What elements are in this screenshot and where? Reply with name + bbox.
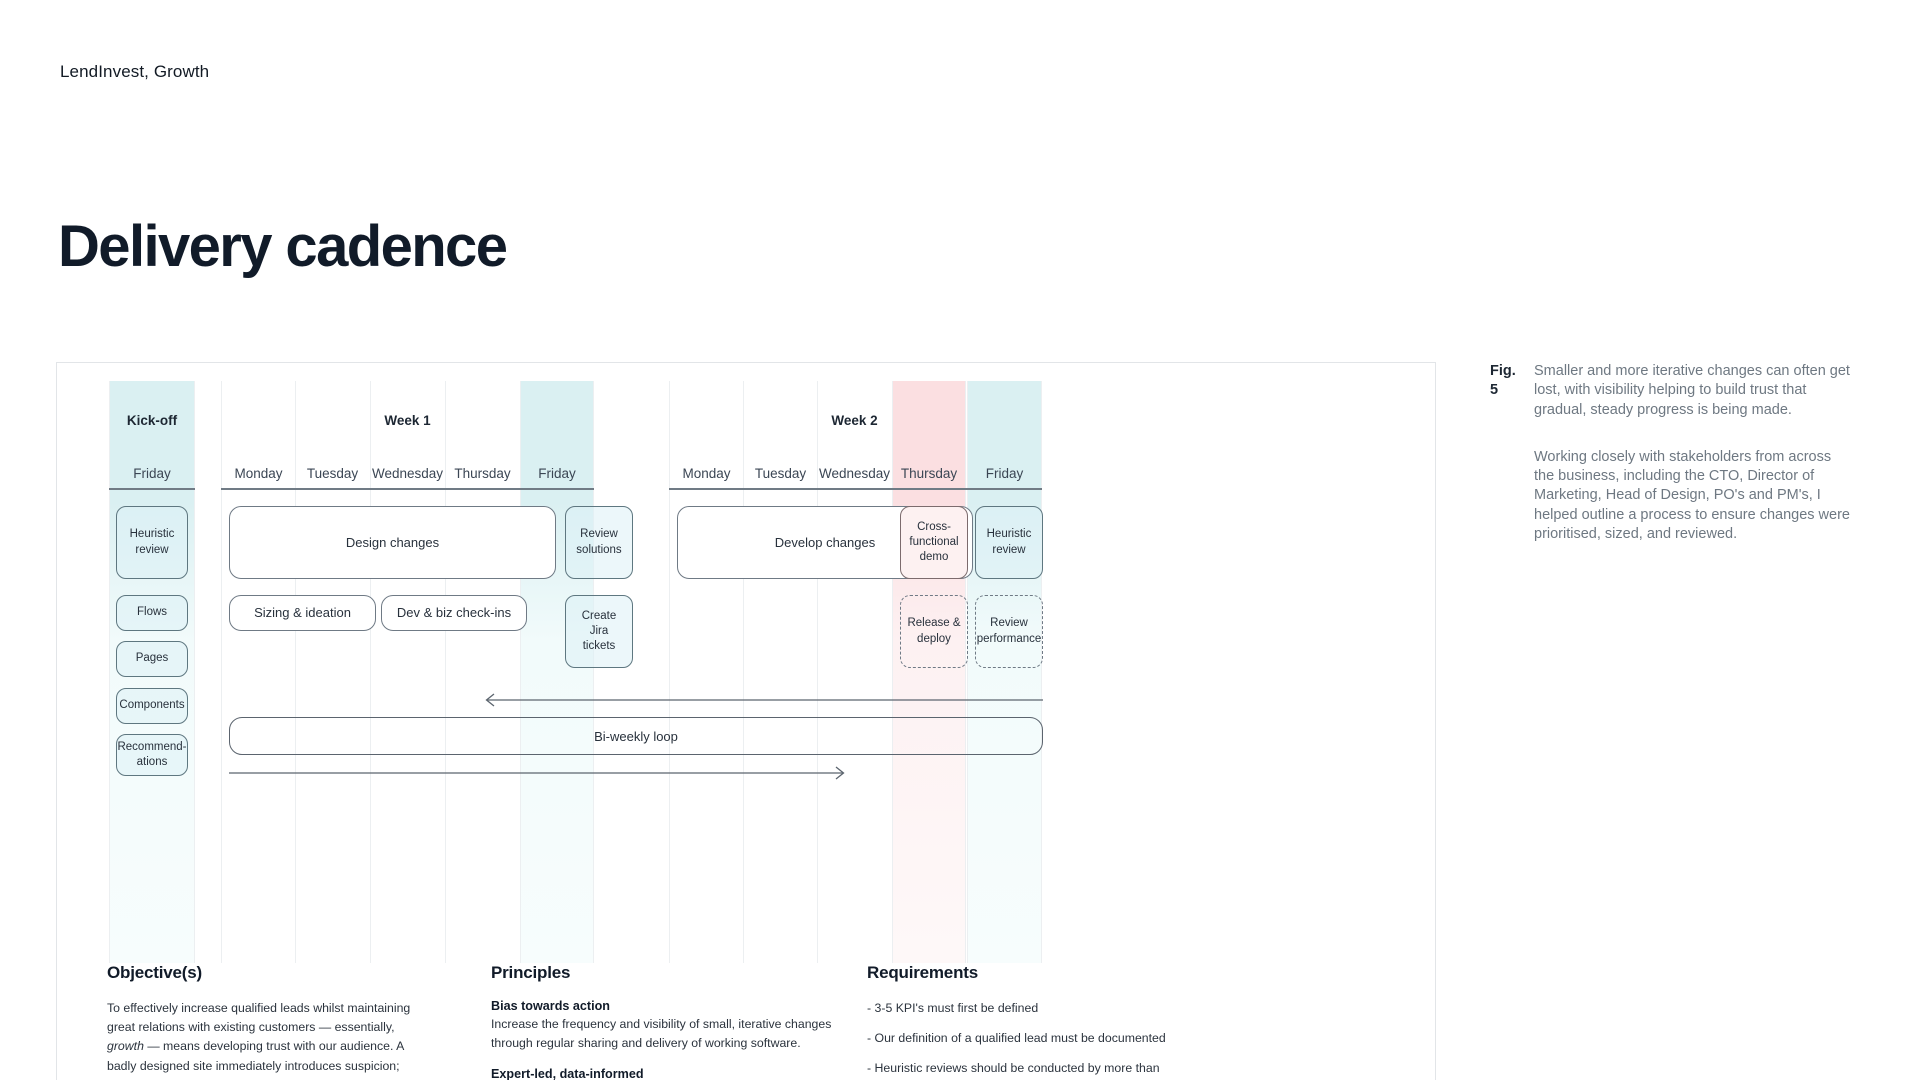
- day-column-w1-friday: [520, 381, 594, 963]
- day-label-w2-monday: Monday: [682, 466, 731, 481]
- card-create-jira-tickets[interactable]: Create Jira tickets: [565, 595, 633, 668]
- day-label-w1-tuesday: Tuesday: [306, 466, 359, 481]
- requirement-item-3: - Heuristic reviews should be conducted …: [867, 1061, 1160, 1076]
- principle-text-1: Increase the frequency and visibility of…: [491, 1017, 832, 1051]
- loop-arrowhead-right: [835, 766, 845, 780]
- card-heuristic-review-kickoff[interactable]: Heuristic review: [116, 506, 188, 579]
- page-title: Delivery cadence: [58, 214, 508, 279]
- caption-paragraph-2: Working closely with stakeholders from a…: [1534, 448, 1850, 542]
- principle-title-1: Bias towards action: [491, 999, 610, 1013]
- card-components[interactable]: Components: [116, 688, 188, 724]
- day-divider-w1-tue: [295, 381, 296, 963]
- biweekly-loop-label: Bi-weekly loop: [594, 728, 678, 744]
- figure-index: 5: [1490, 382, 1499, 399]
- principles-spacer: [491, 1053, 841, 1067]
- caption-paragraph-1: Smaller and more iterative changes can o…: [1534, 363, 1850, 418]
- card-review-performance[interactable]: Review performance: [975, 595, 1043, 668]
- header-rule-week1: [221, 488, 594, 490]
- requirement-item-1: - 3-5 KPI's must first be defined: [867, 1001, 1039, 1015]
- column-principles: Principles Bias towards action Increase …: [491, 963, 841, 1080]
- card-review-solutions[interactable]: Review solutions: [565, 506, 633, 579]
- principles-heading: Principles: [491, 963, 571, 982]
- card-recommendations[interactable]: Recommend-ations: [116, 734, 188, 776]
- day-divider-w1-thu: [445, 381, 446, 963]
- day-divider-w1-wed: [370, 381, 371, 963]
- day-column-w2-thursday: [892, 381, 966, 963]
- objectives-body: To effectively increase qualified leads …: [107, 999, 412, 1080]
- day-label-w2-friday: Friday: [985, 466, 1024, 481]
- day-divider-w2-mon: [669, 381, 670, 963]
- day-label-w2-wednesday: Wednesday: [818, 466, 891, 481]
- day-divider-w2-tue: [743, 381, 744, 963]
- header-rule-kickoff: [109, 488, 195, 490]
- week-label-week1: Week 1: [384, 413, 431, 428]
- caption-body: Smaller and more iterative changes can o…: [1534, 362, 1850, 544]
- figure-label: Fig.: [1490, 363, 1516, 379]
- card-release-deploy[interactable]: Release & deploy: [900, 595, 968, 668]
- loop-arrows: [229, 693, 1043, 780]
- card-dev-biz-checkins[interactable]: Dev & biz check-ins: [381, 595, 527, 631]
- day-label-kickoff-friday: Friday: [133, 466, 171, 481]
- card-pages[interactable]: Pages: [116, 641, 188, 677]
- card-sizing-ideation[interactable]: Sizing & ideation: [229, 595, 376, 631]
- day-label-w1-friday: Friday: [538, 466, 576, 481]
- objectives-heading: Objective(s): [107, 963, 202, 982]
- objectives-body-part1: To effectively increase qualified leads …: [107, 1001, 411, 1035]
- card-cross-functional-demo[interactable]: Cross-functional demo: [900, 506, 968, 579]
- requirement-item-2: - Our definition of a qualified lead mus…: [867, 1031, 1166, 1046]
- figure-container: Kick-off Week 1 Week 2 Friday Monday Tue…: [56, 362, 1436, 1080]
- card-design-changes[interactable]: Design changes: [229, 506, 556, 579]
- figure-caption: Fig. 5 Smaller and more iterative change…: [1490, 362, 1850, 544]
- day-divider-w1-mon: [221, 381, 222, 963]
- figure-number: Fig. 5: [1490, 362, 1534, 544]
- day-divider-w2-wed: [817, 381, 818, 963]
- card-heuristic-review-week2[interactable]: Heuristic review: [975, 506, 1043, 579]
- card-flows[interactable]: Flows: [116, 595, 188, 631]
- week-label-week2: Week 2: [831, 413, 878, 428]
- day-label-w1-wednesday: Wednesday: [371, 466, 444, 481]
- delivery-cadence-diagram: Kick-off Week 1 Week 2 Friday Monday Tue…: [57, 363, 1435, 963]
- column-requirements: Requirements - 3-5 KPI's must first be d…: [867, 963, 1167, 1080]
- caption-row: Fig. 5 Smaller and more iterative change…: [1490, 362, 1850, 544]
- principle-title-2: Expert-led, data-informed: [491, 1067, 644, 1080]
- loop-arrowhead-left: [485, 693, 495, 707]
- objectives-emphasis: growth: [107, 1039, 144, 1054]
- column-objectives: Objective(s) To effectively increase qua…: [107, 963, 412, 1080]
- day-label-w1-thursday: Thursday: [454, 466, 511, 481]
- day-label-w2-tuesday: Tuesday: [754, 466, 807, 481]
- day-column-w2-friday: [967, 381, 1042, 963]
- biweekly-loop-box: Bi-weekly loop: [229, 717, 1043, 755]
- day-label-w2-thursday: Thursday: [900, 466, 958, 481]
- header-rule-week2: [669, 488, 1042, 490]
- requirements-heading: Requirements: [867, 963, 978, 982]
- week-label-kickoff: Kick-off: [126, 413, 178, 428]
- bottom-columns: Objective(s) To effectively increase qua…: [57, 963, 1435, 1080]
- day-label-w1-monday: Monday: [234, 466, 283, 481]
- breadcrumb: LendInvest, Growth: [60, 62, 210, 81]
- objectives-body-part2: — means developing trust with our audien…: [107, 1039, 404, 1080]
